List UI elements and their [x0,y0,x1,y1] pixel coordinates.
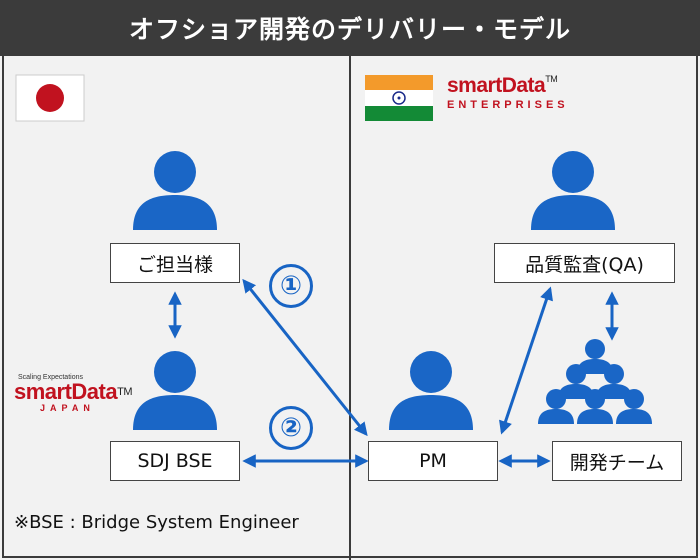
dev-team-box: 開発チーム [552,441,682,481]
india-company-logo: smartDataTM ENTERPRISES [447,74,569,111]
pm-person-icon [389,351,473,430]
qa-box: 品質監査(QA) [494,243,675,283]
team-group-icon [538,339,652,424]
arrow-icon [242,278,368,437]
page-title: オフショア開発のデリバリー・モデル [0,0,700,56]
step-marker-2: ② [269,406,313,450]
client-box: ご担当様 [110,243,240,283]
pm-box: PM [368,441,498,481]
japan-flag-icon [15,74,85,122]
qa-person-icon [531,151,615,230]
sdj-bse-person-icon [133,351,217,430]
step-marker-1: ① [269,264,313,308]
japan-company-logo: Scaling Expectations smartDataTM JAPAN [14,374,132,413]
arrow-icon [499,286,553,435]
india-flag-icon [365,75,433,121]
client-person-icon [133,151,217,230]
sdj-bse-box: SDJ BSE [110,441,240,481]
footnote: ※BSE : Bridge System Engineer [14,512,299,533]
